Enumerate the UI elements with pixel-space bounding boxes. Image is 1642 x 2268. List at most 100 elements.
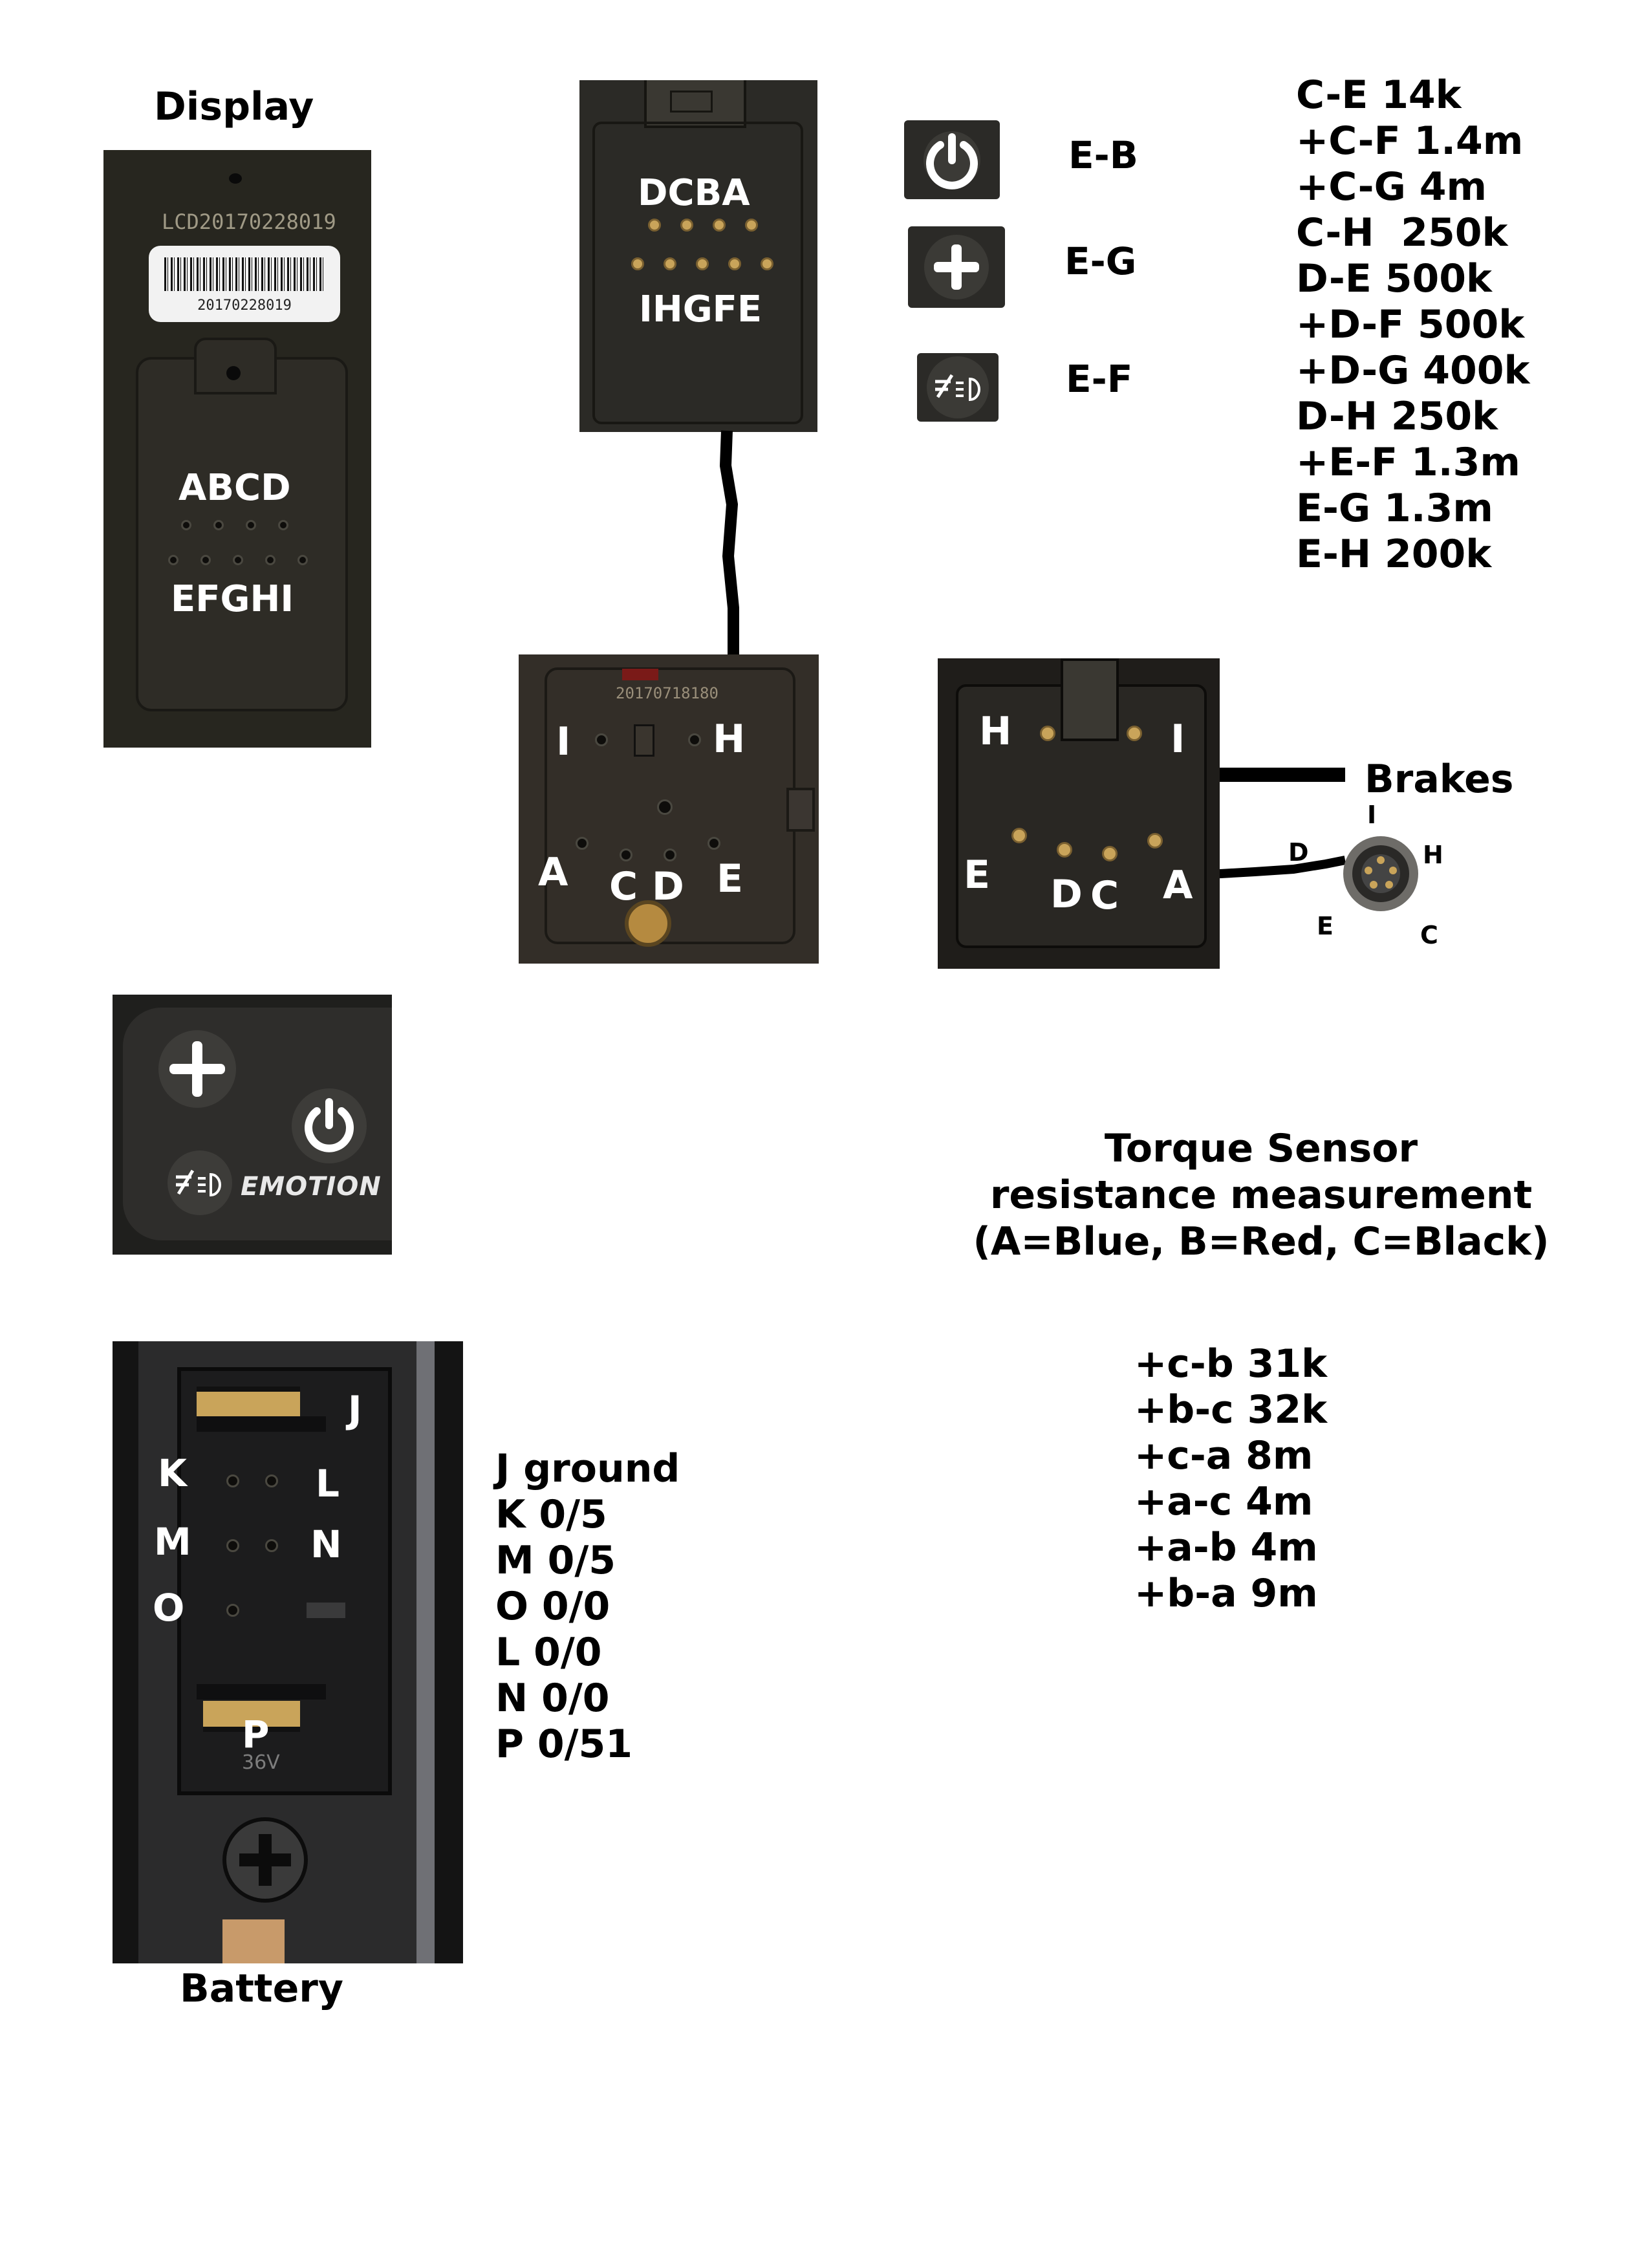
display-pin-d (278, 520, 288, 530)
barcode-number: 20170228019 (149, 297, 340, 314)
barcode-icon (164, 257, 325, 291)
cable-pin-f (728, 257, 741, 270)
torque-value: +a-c 4m (1134, 1479, 1327, 1525)
controller-pin-a (576, 837, 589, 850)
cable-pins-row2-label: IHGFE (639, 288, 762, 330)
battery-label-j: J (348, 1388, 362, 1432)
cable-pin-e (761, 257, 773, 270)
brake-pin-e (1011, 828, 1027, 843)
battery-rail (416, 1341, 435, 1963)
battery-label-n: N (310, 1522, 342, 1566)
torque-title-line2: resistance measurement (970, 1172, 1552, 1218)
brake-pin-a (1147, 833, 1163, 848)
controller-pin-i (595, 733, 608, 746)
brake-pin-c (1102, 846, 1118, 861)
torque-values: +c-b 31k +b-c 32k +c-a 8m +a-c 4m +a-b 4… (1134, 1341, 1327, 1617)
display-pin-f (200, 555, 211, 565)
panel-brand: EMOTION (241, 1172, 382, 1202)
panel-light-icon (164, 1147, 235, 1218)
controller-key-slot (634, 724, 654, 757)
brake-label-c: C (1090, 873, 1119, 918)
battery-pin-o (226, 1604, 239, 1617)
resistance-entry: C-H 250k (1296, 210, 1529, 256)
round-plug-icon (1339, 832, 1423, 916)
battery-label-l: L (316, 1462, 340, 1506)
torque-title-line1: Torque Sensor (970, 1125, 1552, 1172)
power-icon (904, 120, 1000, 199)
torque-value: +c-b 31k (1134, 1341, 1327, 1387)
power-button-tile (904, 120, 1000, 199)
battery-pin-entry: J ground (495, 1446, 680, 1492)
display-pin-c (246, 520, 256, 530)
battery-pin-m (226, 1539, 239, 1552)
display-pin-a (181, 520, 191, 530)
brake-connector-latch (1061, 658, 1119, 741)
cable-pin-g (696, 257, 709, 270)
display-pin-i (297, 555, 308, 565)
cable-pin-d (648, 219, 661, 232)
controller-pin-c (620, 848, 632, 861)
battery-pin-l (265, 1474, 278, 1487)
resistance-entry: D-H 250k (1296, 394, 1529, 440)
brake-label-i: I (1171, 717, 1185, 762)
battery-top-contact (197, 1387, 300, 1418)
display-pin-e (168, 555, 178, 565)
controller-pin-d (664, 848, 676, 861)
resistance-entry: +C-F 1.4m (1296, 118, 1529, 164)
controller-label-c: C (609, 864, 638, 909)
battery-pin-entry: L 0/0 (495, 1630, 680, 1676)
cable-pin-c (680, 219, 693, 232)
resistance-entry: +E-F 1.3m (1296, 440, 1529, 486)
screw-slot-h (239, 1853, 291, 1866)
battery-title: Battery (180, 1966, 343, 2011)
display-title: Display (154, 84, 314, 129)
cable-pin-b (713, 219, 726, 232)
display-pin-b (213, 520, 224, 530)
light-button-pins: E-F (1066, 357, 1132, 401)
torque-title: Torque Sensor resistance measurement (A=… (970, 1125, 1552, 1265)
round-label-e: E (1317, 912, 1334, 940)
barcode-label: 20170228019 (149, 246, 340, 322)
round-label-c: C (1420, 921, 1438, 949)
resistance-entry: E-G 1.3m (1296, 486, 1529, 532)
battery-pin-entry: O 0/0 (495, 1584, 680, 1630)
resistance-entry: +D-F 500k (1296, 302, 1529, 348)
brake-pin-h (1040, 726, 1055, 741)
cable-connector-face (592, 122, 803, 424)
display-pins-row2-label: EFGHI (171, 578, 294, 620)
brake-label-h: H (979, 709, 1011, 754)
display-sensor (229, 173, 242, 184)
resistance-entry: +D-G 400k (1296, 348, 1529, 394)
plus-button-pins: E-G (1064, 239, 1136, 283)
controller-pin-e (708, 837, 720, 850)
brake-connector-wire (1209, 860, 1345, 874)
brake-pin-d (1057, 842, 1072, 858)
cable-pins-row1-label: DCBA (638, 172, 750, 214)
battery-connector-photo: 36V J K L M N O P (113, 1341, 463, 1963)
resistance-entry: E-H 200k (1296, 532, 1529, 578)
battery-label-o: O (153, 1586, 184, 1630)
battery-screw (222, 1817, 308, 1903)
display-pin-g (233, 555, 243, 565)
controller-screw (625, 900, 671, 947)
light-button-tile (917, 353, 999, 422)
battery-pin-entry: P 0/51 (495, 1722, 680, 1767)
battery-tab (222, 1919, 285, 1963)
display-pin-h (265, 555, 275, 565)
battery-key (307, 1603, 345, 1618)
display-photo: LCD20170228019 20170228019 ABCD EFGHI (103, 150, 371, 748)
cable-pin-a (745, 219, 758, 232)
resistance-entry: C-E 14k (1296, 72, 1529, 118)
controller-label-e: E (717, 856, 743, 902)
controller-label-h: H (713, 717, 745, 762)
plus-button-tile (908, 226, 1005, 308)
battery-label-p: P (242, 1712, 270, 1756)
torque-title-line3: (A=Blue, B=Red, C=Black) (970, 1218, 1552, 1265)
resistance-list: C-E 14k +C-F 1.4m +C-G 4m C-H 250k D-E 5… (1296, 72, 1529, 578)
round-label-d: D (1288, 838, 1309, 867)
controller-label-a: A (538, 850, 568, 895)
brakes-title: Brakes (1365, 757, 1514, 802)
panel-plus-icon (155, 1027, 239, 1111)
controller-side-clip (786, 788, 815, 832)
battery-label-k: K (158, 1451, 187, 1495)
